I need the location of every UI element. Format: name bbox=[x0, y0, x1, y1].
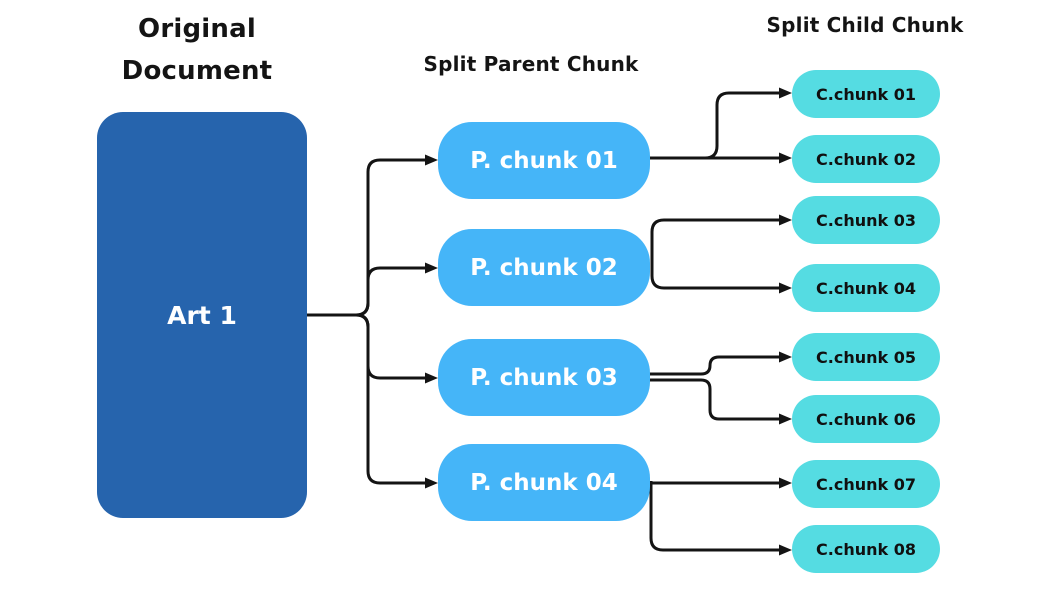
edge-art-1--p-chunk-01 bbox=[304, 154, 438, 317]
node-c-chunk-07-label: C.chunk 07 bbox=[816, 474, 916, 494]
node-c-chunk-04-label: C.chunk 04 bbox=[816, 278, 916, 298]
node-p-chunk-03-label: P. chunk 03 bbox=[470, 364, 618, 391]
node-art-1: Art 1 bbox=[97, 112, 307, 518]
edge-art-1--p-chunk-04 bbox=[304, 313, 438, 489]
split-child-chunk-title: Split Child Chunk bbox=[766, 13, 964, 37]
edge-p-chunk-02--c-chunk-04 bbox=[650, 236, 792, 294]
node-c-chunk-06: C.chunk 06 bbox=[792, 395, 940, 443]
node-c-chunk-05: C.chunk 05 bbox=[792, 333, 940, 381]
edge-p-chunk-01--c-chunk-01 bbox=[650, 87, 792, 160]
original-document-title: Original Document bbox=[121, 14, 273, 87]
node-c-chunk-06-label: C.chunk 06 bbox=[816, 409, 916, 429]
node-c-chunk-03: C.chunk 03 bbox=[792, 196, 940, 244]
edge-p-chunk-02--c-chunk-03 bbox=[650, 214, 792, 274]
node-p-chunk-01: P. chunk 01 bbox=[438, 122, 650, 199]
node-c-chunk-01: C.chunk 01 bbox=[792, 70, 940, 118]
edge-p-chunk-03--c-chunk-05 bbox=[650, 351, 792, 376]
node-c-chunk-04: C.chunk 04 bbox=[792, 264, 940, 312]
node-c-chunk-08-label: C.chunk 08 bbox=[816, 539, 916, 559]
node-c-chunk-02-label: C.chunk 02 bbox=[816, 149, 916, 169]
edge-art-1--p-chunk-03 bbox=[304, 313, 438, 384]
node-c-chunk-02: C.chunk 02 bbox=[792, 135, 940, 183]
node-c-chunk-05-label: C.chunk 05 bbox=[816, 347, 916, 367]
node-c-chunk-03-label: C.chunk 03 bbox=[816, 210, 916, 230]
node-p-chunk-02: P. chunk 02 bbox=[438, 229, 650, 306]
node-art-1-label: Art 1 bbox=[167, 300, 237, 330]
split-parent-chunk-title: Split Parent Chunk bbox=[423, 52, 639, 76]
edge-art-1--p-chunk-02 bbox=[304, 262, 438, 317]
node-c-chunk-01-label: C.chunk 01 bbox=[816, 84, 916, 104]
node-p-chunk-04: P. chunk 04 bbox=[438, 444, 650, 521]
node-p-chunk-04-label: P. chunk 04 bbox=[470, 469, 618, 496]
edge-p-chunk-04--c-chunk-08 bbox=[649, 481, 792, 556]
node-c-chunk-07: C.chunk 07 bbox=[792, 460, 940, 508]
node-p-chunk-02-label: P. chunk 02 bbox=[470, 254, 618, 281]
node-p-chunk-03: P. chunk 03 bbox=[438, 339, 650, 416]
node-p-chunk-01-label: P. chunk 01 bbox=[470, 147, 618, 174]
node-c-chunk-08: C.chunk 08 bbox=[792, 525, 940, 573]
edge-p-chunk-03--c-chunk-06 bbox=[650, 378, 792, 425]
